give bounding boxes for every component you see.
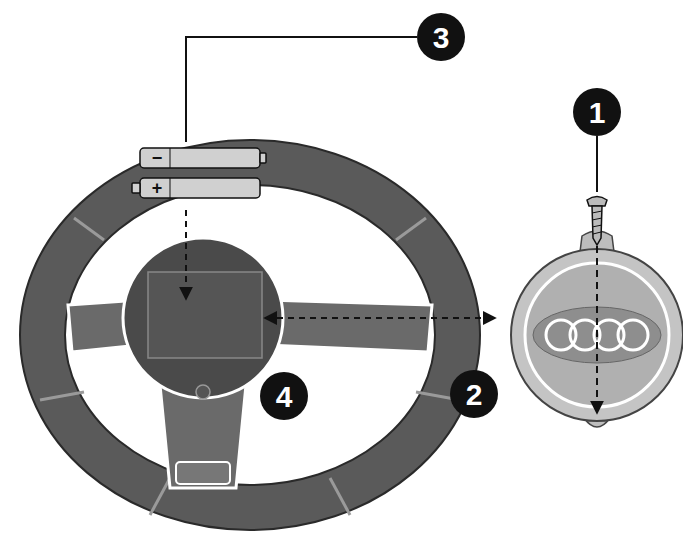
rim-joints xyxy=(40,218,460,515)
leader-line xyxy=(186,37,417,142)
screw xyxy=(587,197,607,246)
battery-compartment xyxy=(148,272,262,358)
callout-circles xyxy=(260,13,621,420)
callout-number: 4 xyxy=(276,382,293,412)
callout-number: 2 xyxy=(466,380,483,410)
wheel-rim xyxy=(20,140,480,530)
leader-line xyxy=(596,136,598,192)
callout-number: 3 xyxy=(433,23,450,53)
screw-hole xyxy=(196,385,210,399)
callout-number: 1 xyxy=(589,98,606,128)
right-spoke xyxy=(266,300,432,352)
screw-axis xyxy=(596,246,598,412)
battery xyxy=(132,148,266,198)
polarity-sign: − xyxy=(152,149,163,167)
cover-arrow xyxy=(266,317,494,319)
hub xyxy=(123,238,283,398)
battery-cover xyxy=(511,231,683,427)
polarity-sign: + xyxy=(152,179,163,197)
bottom-spoke-pad xyxy=(176,462,230,484)
insert-arrow xyxy=(185,210,187,298)
bottom-spoke xyxy=(160,385,246,488)
